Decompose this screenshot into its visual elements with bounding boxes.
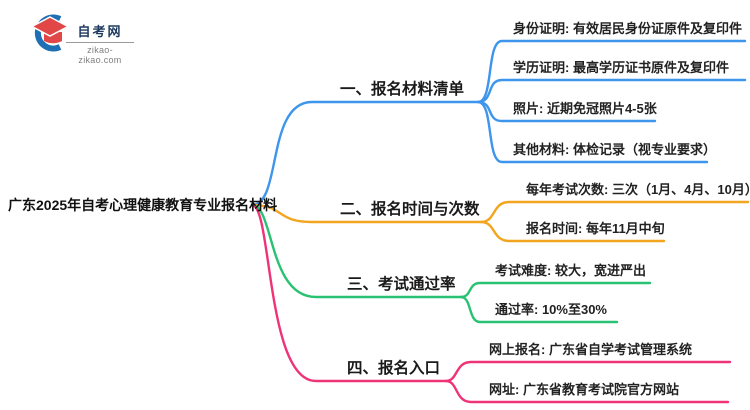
branch-node-3: 三、考试通过率 [347, 276, 456, 293]
leaf-node-1-2: 学历证明: 最高学历证书原件及复印件 [513, 60, 729, 75]
leaf-node-3-2: 通过率: 10%至30% [495, 302, 607, 317]
link-root-branch-4 [250, 203, 448, 383]
leaf-node-2-2: 报名时间: 每年11月中旬 [526, 221, 665, 236]
site-url: zikao-zikao.com [78, 45, 122, 65]
link-branch3-leaf1 [459, 281, 652, 299]
logo-divider [66, 42, 134, 43]
leaf-node-3-1: 考试难度: 较大，宽进严出 [495, 263, 646, 278]
link-root-branch-2 [250, 203, 483, 224]
leaf-node-2-1: 每年考试次数: 三次（1月、4月、10月） [526, 182, 750, 197]
link-branch3-leaf2 [459, 295, 619, 324]
link-branch2-leaf2 [479, 220, 666, 243]
leaf-node-1-3: 照片: 近期免冠照片4-5张 [513, 101, 657, 116]
link-branch1-leaf4 [476, 100, 709, 164]
link-branch1-leaf1 [476, 39, 747, 104]
leaf-node-4-1: 网上报名: 广东省自学考试管理系统 [489, 342, 692, 357]
branch-node-2: 二、报名时间与次数 [340, 201, 480, 218]
link-branch4-leaf2 [444, 379, 730, 404]
link-root-branch-3 [250, 203, 463, 299]
branch-node-1: 一、报名材料清单 [340, 81, 465, 98]
site-name: 自考网 [77, 24, 123, 39]
link-branch1-leaf2 [476, 78, 747, 104]
graduation-cap-icon [30, 14, 70, 52]
link-branch2-leaf1 [479, 200, 750, 224]
link-branch4-leaf1 [444, 360, 732, 383]
leaf-node-1-1: 身份证明: 有效居民身份证原件及复印件 [513, 21, 742, 36]
leaf-node-4-2: 网址: 广东省教育考试院官方网站 [489, 382, 679, 397]
leaf-node-1-4: 其他材料: 体检记录（视专业要求） [513, 142, 716, 157]
branch-node-4: 四、报名入口 [347, 360, 441, 377]
root-node: 广东2025年自考心理健康教育专业报名材料 [8, 197, 278, 213]
link-root-branch-1 [250, 100, 480, 207]
